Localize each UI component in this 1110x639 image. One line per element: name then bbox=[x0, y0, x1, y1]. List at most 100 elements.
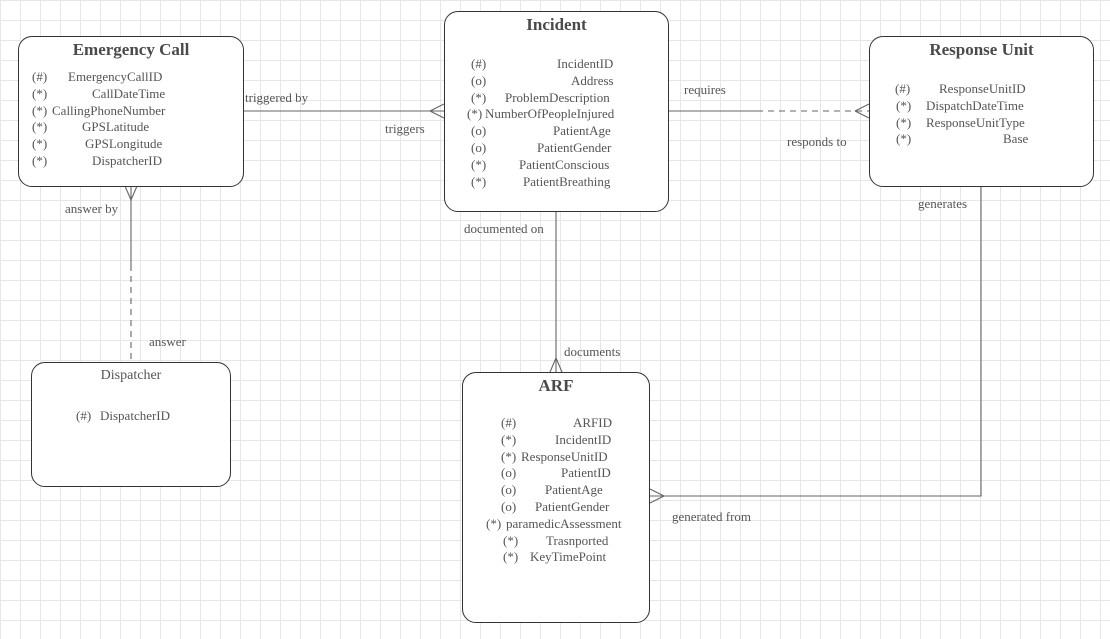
attribute-symbol: (*) bbox=[32, 136, 48, 152]
attribute-symbol: (*) bbox=[896, 97, 912, 113]
label-triggers: triggers bbox=[385, 121, 425, 136]
attribute-name: ResponseUnitID bbox=[939, 81, 1026, 96]
attribute-name: ResponseUnitID bbox=[521, 448, 608, 464]
attribute-symbol: (*) bbox=[471, 173, 487, 189]
attribute-name: GPSLongitude bbox=[85, 136, 163, 152]
attribute-name: GPSLatitude bbox=[82, 119, 150, 135]
attribute-row: (#)ARFID bbox=[485, 415, 645, 432]
attribute-name: IncidentID bbox=[557, 56, 614, 71]
entity-arf[interactable]: ARF (#)ARFID (*)IncidentID (*)ResponseUn… bbox=[462, 372, 650, 623]
attribute-row: (*) Trasnported bbox=[485, 533, 645, 550]
attribute-symbol: (*) bbox=[467, 106, 483, 122]
attribute-name: Base bbox=[1003, 131, 1029, 147]
entity-response-unit[interactable]: Response Unit (#) ResponseUnitID (*) Dispa… bbox=[869, 36, 1094, 187]
crowfoot-incident-many bbox=[429, 103, 445, 119]
unit-arf-line bbox=[650, 186, 982, 497]
attribute-row: (*) PatientBreathing bbox=[467, 174, 667, 191]
attribute-symbol: (*) bbox=[32, 102, 48, 118]
attribute-name: DispatcherID bbox=[92, 152, 163, 168]
attribute-symbol: (#) bbox=[895, 81, 911, 96]
attribute-name: EmergencyCallID bbox=[68, 69, 163, 84]
attribute-name: ProblemDescription bbox=[505, 89, 610, 105]
attribute-symbol: (*) bbox=[486, 515, 502, 531]
attribute-name: KeyTimePoint bbox=[530, 549, 607, 565]
attribute-list: (#)ARFID (*)IncidentID (*)ResponseUnitID… bbox=[485, 415, 645, 566]
attribute-symbol: (o) bbox=[501, 482, 517, 498]
attribute-row: (o)PatientGender bbox=[485, 499, 645, 516]
attribute-row: (#) DispatcherID bbox=[76, 408, 226, 425]
attribute-row: (*)IncidentID bbox=[485, 432, 645, 449]
attribute-symbol: (*) bbox=[896, 131, 912, 147]
attribute-row: (#)EmergencyCallID bbox=[32, 69, 232, 86]
attribute-symbol: (*) bbox=[471, 156, 487, 172]
attribute-symbol: (o) bbox=[471, 72, 487, 88]
attribute-row: (*) GPSLatitude bbox=[32, 119, 232, 136]
attribute-name: DispatchDateTime bbox=[926, 97, 1024, 113]
attribute-row: (*) Base bbox=[895, 131, 1090, 148]
entity-incident[interactable]: Incident (#)IncidentID (o)Address (*)Pro… bbox=[444, 11, 669, 212]
entity-emergency-call[interactable]: Emergency Call (#)EmergencyCallID (*)Cal… bbox=[18, 36, 244, 187]
attribute-row: (*)ResponseUnitID bbox=[485, 449, 645, 466]
crowfoot-arf-many-2 bbox=[649, 488, 665, 504]
attribute-symbol: (#) bbox=[471, 56, 487, 71]
attribute-symbol: (*) bbox=[501, 448, 517, 464]
label-requires: requires bbox=[684, 82, 726, 97]
attribute-name: PatientGender bbox=[537, 139, 612, 155]
attribute-symbol: (*) bbox=[32, 152, 48, 168]
crowfoot-call-many bbox=[124, 185, 138, 201]
entity-title: ARF bbox=[538, 376, 574, 395]
attribute-row: (*)NumberOfPeopleInjured bbox=[467, 106, 667, 123]
attribute-row: (*) PatientConscious bbox=[467, 157, 667, 174]
label-documents: documents bbox=[564, 344, 621, 359]
attribute-row: (*) ProblemDescription bbox=[467, 90, 667, 107]
attribute-row: (o) PatientAge bbox=[467, 123, 667, 140]
attribute-row: (*)paramedicAssessment bbox=[485, 516, 645, 533]
attribute-name: PatientBreathing bbox=[523, 173, 611, 189]
attribute-list: (#) ResponseUnitID (*) DispatchDateTime (*… bbox=[895, 81, 1090, 148]
attribute-symbol: (#) bbox=[76, 408, 92, 423]
attribute-name: DispatcherID bbox=[100, 408, 171, 423]
label-generates: generates bbox=[918, 196, 968, 211]
attribute-symbol: (*) bbox=[32, 119, 48, 135]
entity-title: Emergency Call bbox=[72, 40, 190, 59]
attribute-symbol: (o) bbox=[471, 123, 487, 139]
attribute-name: NumberOfPeopleInjured bbox=[485, 106, 615, 122]
entity-title: Response Unit bbox=[929, 40, 1034, 59]
entity-title: Dispatcher bbox=[100, 368, 162, 383]
attribute-row: (*)CallDateTime bbox=[32, 86, 232, 103]
attribute-row: (*) GPSLongitude bbox=[32, 136, 232, 153]
attribute-name: ResponseUnitType bbox=[926, 114, 1025, 130]
crowfoot-arf-many bbox=[549, 357, 563, 373]
attribute-row: (*) DispatchDateTime bbox=[895, 98, 1090, 115]
label-answer-by: answer by bbox=[65, 201, 119, 216]
attribute-row: (*)ResponseUnitType bbox=[895, 115, 1090, 132]
label-generated-from: generated from bbox=[672, 509, 752, 524]
attribute-row: (o)PatientID bbox=[485, 465, 645, 482]
attribute-symbol: (#) bbox=[501, 415, 517, 430]
attribute-row: (*) DispatcherID bbox=[32, 153, 232, 170]
attribute-name: PatientAge bbox=[545, 482, 603, 498]
attribute-row: (o) PatientAge bbox=[485, 482, 645, 499]
attribute-row: (#) IncidentID bbox=[467, 56, 667, 73]
crowfoot-unit-many bbox=[854, 103, 870, 119]
attribute-name: Trasnported bbox=[546, 532, 609, 548]
attribute-row: (o) PatientGender bbox=[467, 140, 667, 157]
label-answer: answer bbox=[149, 334, 186, 349]
attribute-symbol: (*) bbox=[503, 549, 519, 565]
attribute-name: PatientAge bbox=[553, 123, 611, 139]
attribute-list: (#)EmergencyCallID (*)CallDateTime (*)Ca… bbox=[32, 69, 232, 170]
attribute-name: PatientConscious bbox=[519, 156, 610, 172]
attribute-symbol: (*) bbox=[471, 89, 487, 105]
attribute-symbol: (*) bbox=[503, 532, 519, 548]
attribute-row: (*) KeyTimePoint bbox=[485, 549, 645, 566]
attribute-name: CallDateTime bbox=[92, 85, 166, 101]
attribute-row: (#) ResponseUnitID bbox=[895, 81, 1090, 98]
attribute-name: CallingPhoneNumber bbox=[52, 102, 166, 118]
label-documented-on: documented on bbox=[464, 221, 544, 236]
attribute-row: (o)Address bbox=[467, 73, 667, 90]
entity-dispatcher[interactable]: Dispatcher (#) DispatcherID bbox=[31, 362, 231, 487]
attribute-symbol: (*) bbox=[501, 431, 517, 447]
attribute-symbol: (o) bbox=[471, 139, 487, 155]
attribute-list: (#) DispatcherID bbox=[76, 408, 226, 425]
